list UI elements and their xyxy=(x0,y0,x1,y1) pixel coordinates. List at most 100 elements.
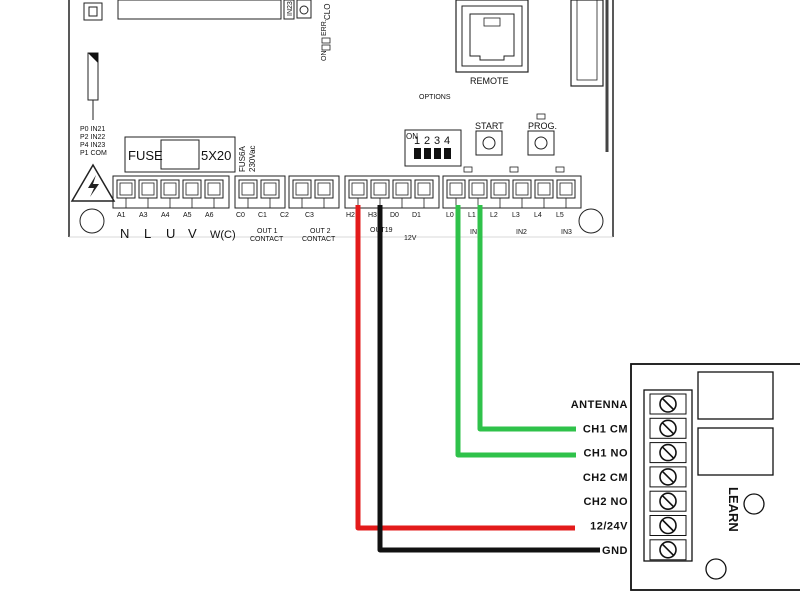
board-right-connector xyxy=(570,0,604,87)
status-led xyxy=(509,166,519,173)
screw-icon xyxy=(659,540,677,559)
svg-text:ON: ON xyxy=(406,132,418,141)
start-button[interactable]: START xyxy=(475,121,504,156)
voltage-label: 12V xyxy=(404,235,417,242)
terminal-label: D1 xyxy=(412,212,421,219)
board-top-left-pad xyxy=(83,2,103,21)
terminal-label: L0 xyxy=(446,212,454,219)
motor-label: W(C) xyxy=(210,229,236,241)
receiver-screw-cell xyxy=(649,393,687,415)
receiver-terminal-label: 12/24V xyxy=(590,521,628,533)
receiver-screw-cell xyxy=(649,490,687,512)
board-top-chip xyxy=(117,0,282,20)
receiver-labels: ANTENNA CH1 CM CH1 NO CH2 CM CH2 NO 12/24V GND xyxy=(571,399,628,557)
wire-green-ch1-no xyxy=(455,205,576,458)
wires xyxy=(355,205,600,553)
fuse-block: FUSE 5X20 FUS6A 230Vac xyxy=(124,136,257,173)
motor-label: N xyxy=(120,226,129,241)
err-led xyxy=(321,37,331,44)
motor-label: U xyxy=(166,226,175,241)
fuse-value-1: FUS6A xyxy=(238,146,247,172)
terminal-label: A1 xyxy=(117,212,126,219)
motor-label: V xyxy=(188,226,197,241)
receiver-terminal-label: CH1 NO xyxy=(583,448,628,460)
clo-label: CLO xyxy=(323,4,332,20)
status-led xyxy=(463,166,473,173)
wire-green-ch1-cm xyxy=(477,205,576,432)
out1-label: OUT 1 xyxy=(257,228,278,235)
terminal-label: A3 xyxy=(139,212,148,219)
input-label: P4 IN23 xyxy=(80,142,105,149)
receiver-screw-cell xyxy=(649,417,687,439)
receiver-screws xyxy=(649,393,687,561)
dip-number: 1 xyxy=(414,135,420,147)
fuse-rating: 5X20 xyxy=(201,148,231,163)
terminal-label: H2 xyxy=(346,212,355,219)
prog-button[interactable]: PROG. xyxy=(527,113,557,156)
dip-toggle[interactable] xyxy=(444,148,451,159)
screw-icon xyxy=(659,419,677,438)
terminal-label: D0 xyxy=(390,212,399,219)
input-label: P0 IN21 xyxy=(80,126,105,133)
fuse-value-2: 230Vac xyxy=(248,145,257,172)
receiver-terminal-strip xyxy=(643,389,693,562)
in3-label: IN3 xyxy=(561,229,572,236)
screw-icon xyxy=(659,443,677,462)
receiver-terminal-label: CH2 CM xyxy=(583,472,628,484)
terminal-bottom-labels: N L U V W(C) OUT 1 CONTACT OUT 2 CONTACT… xyxy=(120,226,572,243)
receiver-terminal-label: CH1 CM xyxy=(583,423,628,435)
in23-label: IN23 xyxy=(287,1,294,16)
terminal-label: C3 xyxy=(305,212,314,219)
learn-button[interactable] xyxy=(743,493,765,515)
terminal-label: L1 xyxy=(468,212,476,219)
terminal-block xyxy=(344,175,440,209)
receiver-screw-cell xyxy=(649,539,687,561)
receiver-terminal-label: GND xyxy=(602,545,628,557)
dip-number: 4 xyxy=(444,135,450,147)
start-label: START xyxy=(475,121,504,131)
status-led xyxy=(555,166,565,173)
receiver-screw-cell xyxy=(649,442,687,464)
contact-label: CONTACT xyxy=(250,236,284,243)
terminal-label: C1 xyxy=(258,212,267,219)
err-label: ERR. xyxy=(321,19,328,36)
receiver-screw-cell xyxy=(649,466,687,488)
dip-toggle[interactable] xyxy=(434,148,441,159)
prog-led xyxy=(536,113,546,120)
screw-icon xyxy=(659,492,677,511)
input-labels: P0 IN21 P2 IN22 P4 IN23 P1 COM xyxy=(80,126,107,157)
terminal-label: L3 xyxy=(512,212,520,219)
mounting-hole xyxy=(79,208,105,234)
in-label: IN xyxy=(470,229,477,236)
dip-switch: ON 1 2 3 4 xyxy=(404,129,462,167)
terminal-block xyxy=(234,175,286,209)
terminal-label: H3 xyxy=(368,212,377,219)
out2-label: OUT 2 xyxy=(310,228,331,235)
dip-toggle[interactable] xyxy=(414,148,421,159)
fuse-label: FUSE xyxy=(128,148,163,163)
wire-red-12-24v xyxy=(355,205,575,531)
learn-label: LEARN xyxy=(726,487,741,532)
terminal-label: A4 xyxy=(161,212,170,219)
terminal-label: L2 xyxy=(490,212,498,219)
receiver-terminal-label: ANTENNA xyxy=(571,399,628,411)
terminal-block xyxy=(288,175,340,209)
terminal-label: C2 xyxy=(280,212,289,219)
receiver-screw-cell xyxy=(649,515,687,536)
dip-toggle[interactable] xyxy=(424,148,431,159)
remote-connector: REMOTE xyxy=(455,0,529,86)
dip-number: 3 xyxy=(434,135,440,147)
screw-icon xyxy=(659,468,677,486)
receiver-terminal-label: CH2 NO xyxy=(583,496,628,508)
receiver-outline xyxy=(630,363,800,591)
receiver-relay xyxy=(697,427,774,476)
on-label: ON xyxy=(321,51,328,62)
terminal-block xyxy=(442,175,582,209)
control-board: IN23 CLO ERR. ON P0 IN21 P2 IN22 P4 IN23… xyxy=(68,0,614,243)
terminal-label: L4 xyxy=(534,212,542,219)
contact-label: CONTACT xyxy=(302,236,336,243)
terminal-label: C0 xyxy=(236,212,245,219)
receiver-relay xyxy=(697,371,774,420)
